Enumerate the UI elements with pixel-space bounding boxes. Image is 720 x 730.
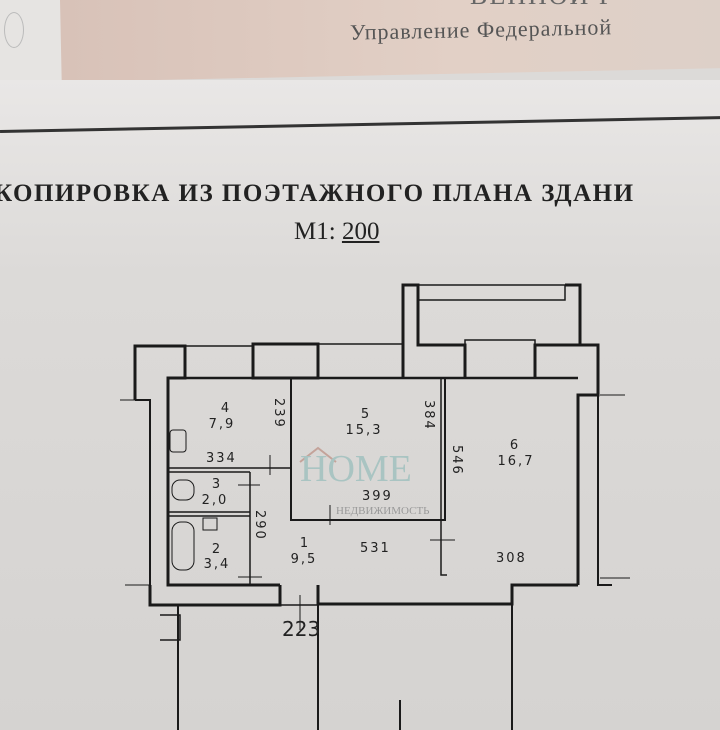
dimension-531: 531 bbox=[360, 541, 391, 556]
room-number: 5 bbox=[361, 407, 371, 422]
document-title: КОПИРОВКА ИЗ ПОЭТАЖНОГО ПЛАНА ЗДАНИ bbox=[0, 180, 635, 207]
room-number: 6 bbox=[510, 438, 520, 453]
walls bbox=[120, 283, 630, 730]
header-partial: ВЕННОЙ Р bbox=[470, 0, 615, 10]
dimension-308: 308 bbox=[496, 551, 527, 566]
room-area: 3,4 bbox=[204, 557, 231, 572]
room-number: 3 bbox=[212, 477, 222, 492]
room-number: 4 bbox=[221, 401, 231, 416]
watermark-brand: HOME bbox=[300, 448, 412, 490]
room-area: 7,9 bbox=[209, 417, 236, 432]
plan-sheet bbox=[0, 80, 720, 730]
left-paper-strip bbox=[0, 0, 62, 80]
room-number: 1 bbox=[300, 536, 310, 551]
room-area: 2,0 bbox=[202, 493, 229, 508]
dimension-labels: 239 384 546 290 334 399 531 308 223 bbox=[206, 398, 527, 641]
room-labels: 4 7,9 5 15,3 6 16,7 3 2,0 2 3,4 1 9,5 bbox=[202, 401, 535, 572]
stamp-mark bbox=[4, 12, 24, 48]
dimension-399: 399 bbox=[362, 489, 393, 504]
dimension-546: 546 bbox=[449, 445, 464, 476]
dimension-223: 223 bbox=[282, 617, 320, 641]
room-area: 9,5 bbox=[291, 552, 318, 567]
dimension-239: 239 bbox=[271, 398, 286, 429]
dimension-384: 384 bbox=[421, 400, 436, 431]
scale-prefix: М1: bbox=[294, 218, 336, 245]
room-area: 15,3 bbox=[346, 423, 383, 438]
dimension-290: 290 bbox=[252, 510, 267, 541]
watermark-subtitle: НЕДВИЖИМОСТЬ bbox=[336, 505, 429, 517]
watermark-roof-icon bbox=[299, 446, 337, 463]
scale-value: 200 bbox=[341, 218, 380, 245]
dimension-334: 334 bbox=[206, 451, 237, 466]
watermark: HOME НЕДВИЖИМОСТЬ bbox=[299, 446, 429, 517]
scale-label: М1: 200 bbox=[294, 218, 379, 246]
room-area: 16,7 bbox=[498, 454, 535, 469]
room-number: 2 bbox=[212, 542, 222, 557]
